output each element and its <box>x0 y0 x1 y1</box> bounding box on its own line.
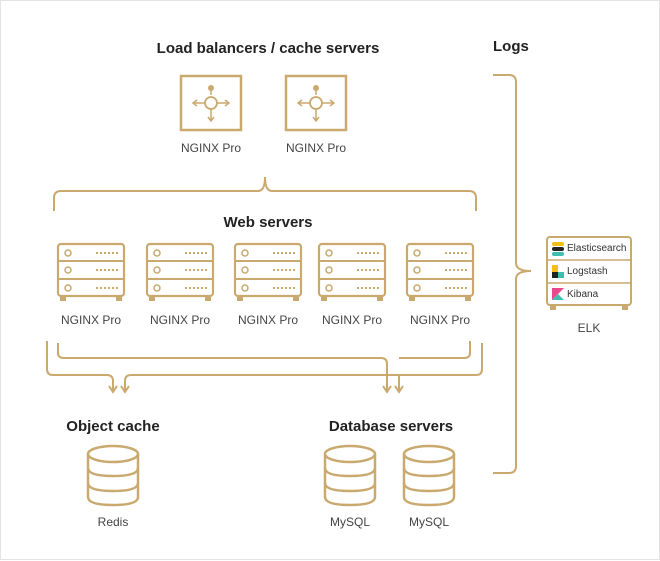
logs-heading: Logs <box>493 38 529 55</box>
mysql-label: MySQL <box>329 515 371 529</box>
web-servers-heading: Web servers <box>223 214 313 231</box>
logstash-icon <box>552 265 564 278</box>
kibana-label: Kibana <box>567 289 599 300</box>
database-icon <box>402 444 456 507</box>
elasticsearch-icon <box>552 242 564 256</box>
load-balancer-icon <box>284 74 348 132</box>
load-balancer-label: NGINX Pro <box>285 141 347 155</box>
web-to-db-connector <box>57 343 392 394</box>
load-balancer-label: NGINX Pro <box>180 141 242 155</box>
web-server-label: NGINX Pro <box>409 313 471 327</box>
database-icon <box>323 444 377 507</box>
redis-label: Redis <box>97 515 129 529</box>
load-balancer-icon <box>179 74 243 132</box>
database-servers-heading: Database servers <box>328 418 454 435</box>
web-server-label: NGINX Pro <box>237 313 299 327</box>
web-to-cache-connector <box>46 341 118 394</box>
elk-stack-box <box>546 236 632 310</box>
load-balancers-heading: Load balancers / cache servers <box>156 40 380 57</box>
server-rack-icon <box>145 242 215 301</box>
web-to-cache-connector-2 <box>120 341 483 394</box>
elk-label: ELK <box>577 321 601 335</box>
load-balancer-brace <box>53 176 477 211</box>
server-rack-icon <box>233 242 303 301</box>
server-rack-icon <box>317 242 387 301</box>
web-server-label: NGINX Pro <box>60 313 122 327</box>
mysql-label: MySQL <box>408 515 450 529</box>
elasticsearch-label: Elasticsearch <box>567 243 627 254</box>
object-cache-heading: Object cache <box>66 418 160 435</box>
server-rack-icon <box>405 242 475 301</box>
web-server-label: NGINX Pro <box>321 313 383 327</box>
kibana-icon <box>552 288 564 300</box>
database-icon <box>86 444 140 507</box>
logstash-label: Logstash <box>567 266 608 277</box>
web-server-label: NGINX Pro <box>149 313 211 327</box>
server-rack-icon <box>56 242 126 301</box>
logs-bracket <box>493 74 532 474</box>
